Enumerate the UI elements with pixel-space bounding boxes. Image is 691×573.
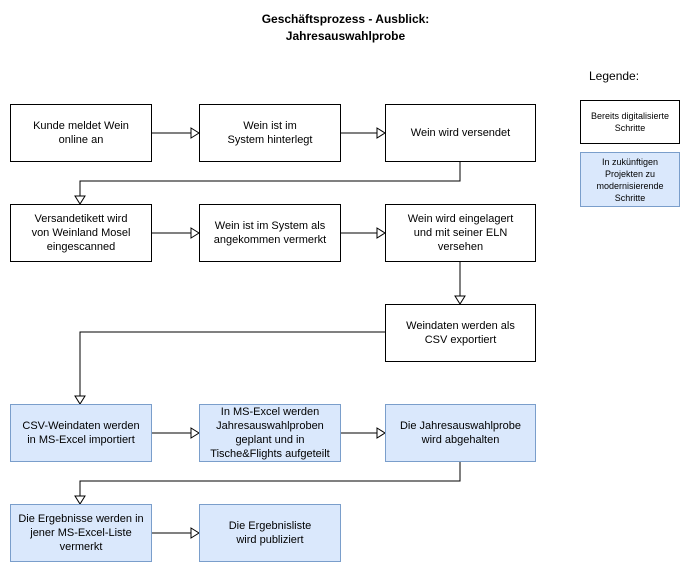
process-node-csv-import-excel[interactable]: CSV-Weindaten werden in MS-Excel importi… — [10, 404, 152, 462]
arrowhead-n9-n10 — [376, 427, 386, 439]
arrowhead-n2-n3 — [376, 127, 386, 139]
connector-n3-n4 — [79, 162, 461, 196]
connector-n10-n11 — [79, 462, 461, 496]
legend-item-digitalisiert: Bereits digitalisierte Schritte — [580, 100, 680, 144]
process-node-jahresauswahlproben-geplant[interactable]: In MS-Excel werden Jahresauswahlproben g… — [199, 404, 341, 462]
process-node-kunde-meldet-wein[interactable]: Kunde meldet Wein online an — [10, 104, 152, 162]
connector-n7-n8 — [79, 331, 385, 396]
process-node-ergebnisse-vermerkt[interactable]: Die Ergebnisse werden in jener MS-Excel-… — [10, 504, 152, 562]
arrowhead-n4-n5 — [190, 227, 200, 239]
arrowhead-n11-n12 — [190, 527, 200, 539]
legend-heading: Legende: — [589, 69, 640, 83]
process-node-wein-wird-versendet[interactable]: Wein wird versendet — [385, 104, 536, 162]
arrowhead-n8-n9 — [190, 427, 200, 439]
arrowhead-n5-n6 — [376, 227, 386, 239]
arrowhead-n3-n4 — [74, 195, 86, 205]
arrowhead-n7-n8 — [74, 395, 86, 405]
process-node-versandetikett-eingescanned[interactable]: Versandetikett wird von Weinland Mosel e… — [10, 204, 152, 262]
process-node-weindaten-csv-export[interactable]: Weindaten werden als CSV exportiert — [385, 304, 536, 362]
page-title: Geschäftsprozess - Ausblick: Jahresauswa… — [261, 12, 430, 43]
process-node-jahresauswahlprobe-abgehalten[interactable]: Die Jahresauswahlprobe wird abgehalten — [385, 404, 536, 462]
process-node-ergebnisliste-publiziert[interactable]: Die Ergebnisliste wird publiziert — [199, 504, 341, 562]
process-node-wein-angekommen-vermerkt[interactable]: Wein ist im System als angekommen vermer… — [199, 204, 341, 262]
legend-item-zu-modernisieren: In zukünftigen Projekten zu modernisiere… — [580, 152, 680, 207]
process-node-wein-ist-im-system-hinterlegt[interactable]: Wein ist im System hinterlegt — [199, 104, 341, 162]
process-node-wein-eingelagert-eln[interactable]: Wein wird eingelagert und mit seiner ELN… — [385, 204, 536, 262]
arrowhead-n1-n2 — [190, 127, 200, 139]
arrowhead-n6-n7 — [454, 295, 466, 305]
arrowhead-n10-n11 — [74, 495, 86, 505]
